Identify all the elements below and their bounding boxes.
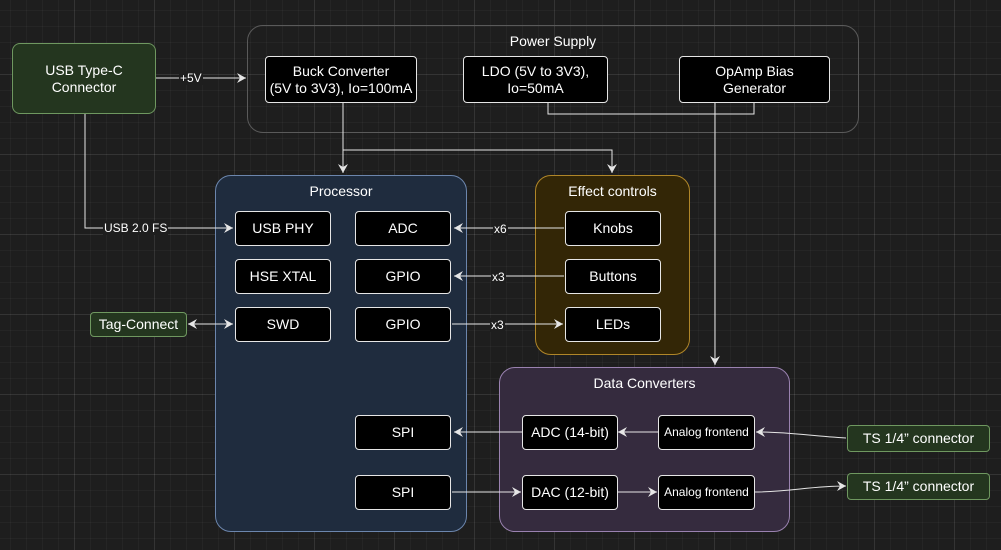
analog-frontend-output: Analog frontend [658,475,755,510]
usb-phy-block: USB PHY [235,211,331,246]
buttons-block: Buttons [565,259,661,294]
power-supply-title: Power Supply [509,33,597,49]
ldo-regulator: LDO (5V to 3V3), Io=50mA [463,56,608,103]
adc-14bit-block: ADC (14-bit) [522,415,618,450]
knobs-block: Knobs [565,211,661,246]
label-x6: x6 [493,222,508,236]
wire-usb-to-phy [84,114,233,233]
buck-converter: Buck Converter (5V to 3V3), Io=100mA [265,56,417,103]
gpio-buttons-block: GPIO [355,259,451,294]
analog-frontend-input: Analog frontend [658,415,755,450]
usb-type-c-connector: USB Type-C Connector [12,43,156,114]
wire-ts-in-to-afe [755,427,847,439]
ts-output-connector: TS 1/4” connector [847,473,990,500]
dac-12bit-block: DAC (12-bit) [522,475,618,510]
label-x3-buttons: x3 [491,270,506,284]
effect-controls-title: Effect controls [568,183,657,199]
opamp-bias-generator: OpAmp Bias Generator [679,56,830,103]
label-usb2fs: USB 2.0 FS [103,221,169,235]
label-plus5v: +5V [179,71,203,85]
swd-block: SWD [235,307,331,342]
gpio-leds-block: GPIO [355,307,451,342]
spi-input-block: SPI [355,415,451,450]
wire-afe-out-to-ts-out [753,481,847,493]
adc-block: ADC [355,211,451,246]
wire-ldo-to-bias [547,103,755,115]
wire-buck-to-effects [343,149,617,173]
label-x3-leds: x3 [490,318,505,332]
power-supply-group: Power Supply [247,25,859,133]
leds-block: LEDs [565,307,661,342]
ts-input-connector: TS 1/4” connector [847,425,990,452]
tag-connect-connector: Tag-Connect [90,312,187,337]
processor-title: Processor [309,183,373,199]
data-converters-title: Data Converters [593,375,696,391]
spi-output-block: SPI [355,475,451,510]
hse-xtal-block: HSE XTAL [235,259,331,294]
